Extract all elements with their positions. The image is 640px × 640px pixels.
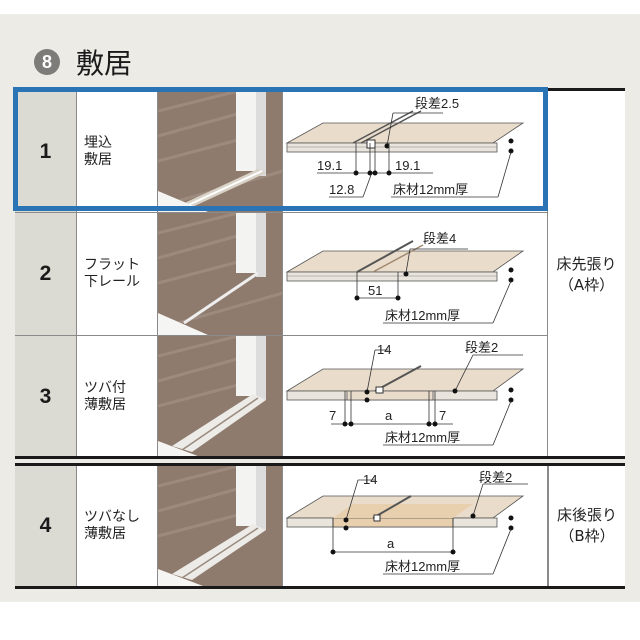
group-separator (15, 456, 625, 459)
table-row-1[interactable]: 1 埋込 敷居 段差2.5 19.1 (15, 91, 625, 212)
label-step: 段差2 (479, 470, 512, 485)
section-title: 敷居 (76, 47, 133, 80)
row-name-line1: 埋込 (84, 134, 112, 151)
label-mid-dim: 12.8 (329, 182, 354, 197)
row-number: 1 (15, 91, 77, 212)
label-floor-thickness: 床材12mm厚 (385, 430, 460, 445)
label-right-dim: 19.1 (395, 158, 420, 173)
cross-section-diagram: 段差2.5 19.1 19.1 12.8 床材12mm厚 (283, 91, 548, 212)
row-name-line1: フラット (84, 257, 140, 273)
product-photo (158, 336, 283, 458)
label-a: a (387, 536, 395, 551)
row-name: ツバ付 薄敷居 (77, 336, 158, 458)
row-number: 2 (15, 213, 77, 335)
group-separator (15, 463, 625, 466)
row-name-line2: 下レール (84, 274, 140, 290)
row-name-line2: 薄敷居 (84, 397, 126, 413)
row-name-line1: ツバなし (84, 509, 140, 525)
section-heading: 8 敷居 (34, 44, 132, 80)
group-label-a-frame: 床先張り （A枠） (548, 91, 625, 458)
row-name-line1: ツバ付 (84, 380, 126, 396)
group-label-line2: （A枠） (558, 275, 615, 294)
table-row-3[interactable]: 3 ツバ付 薄敷居 14 段差2 (15, 336, 548, 458)
group-label-line1: 床後張り (556, 506, 617, 524)
label-right-dim: 7 (439, 408, 446, 423)
table-row-2[interactable]: 2 フラット 下レール 段差4 51 床材12mm厚 (15, 213, 548, 335)
label-floor-thickness: 床材12mm厚 (385, 559, 460, 574)
label-top-dim: 14 (363, 472, 377, 487)
product-photo (158, 213, 283, 335)
row-number: 4 (15, 466, 77, 586)
row-number: 3 (15, 336, 77, 458)
label-a: a (385, 408, 393, 423)
table-row-4[interactable]: 4 ツバなし 薄敷居 14 段差2 (15, 466, 625, 586)
label-step: 段差2 (465, 340, 498, 355)
row-divider (15, 335, 548, 336)
label-floor-thickness: 床材12mm厚 (393, 182, 468, 197)
cross-section-diagram: 14 段差2 a 床材12mm厚 (283, 466, 548, 586)
section-number-badge: 8 (34, 49, 60, 75)
product-photo (158, 91, 283, 212)
label-top-dim: 14 (377, 342, 391, 357)
label-width: 51 (368, 283, 382, 298)
row-name: 埋込 敷居 (77, 91, 158, 212)
cross-section-diagram: 段差4 51 床材12mm厚 (283, 213, 548, 335)
group-label-b-frame: 床後張り （B枠） (548, 466, 625, 586)
label-left-dim: 19.1 (317, 158, 342, 173)
row-name: ツバなし 薄敷居 (77, 466, 158, 586)
row-name-line2: 敷居 (84, 151, 112, 168)
row-name: フラット 下レール (77, 213, 158, 335)
group-label-line2: （B枠） (559, 527, 615, 545)
product-photo (158, 466, 283, 586)
table-bottom-border (15, 586, 625, 589)
label-left-dim: 7 (329, 408, 336, 423)
group-label-line1: 床先張り (556, 254, 617, 273)
label-step: 段差2.5 (415, 96, 459, 111)
label-floor-thickness: 床材12mm厚 (385, 308, 460, 323)
row-name-line2: 薄敷居 (84, 526, 126, 542)
label-step: 段差4 (423, 231, 456, 246)
row-divider (15, 212, 548, 213)
cross-section-diagram: 14 段差2 7 a 7 床材12mm厚 (283, 336, 548, 458)
